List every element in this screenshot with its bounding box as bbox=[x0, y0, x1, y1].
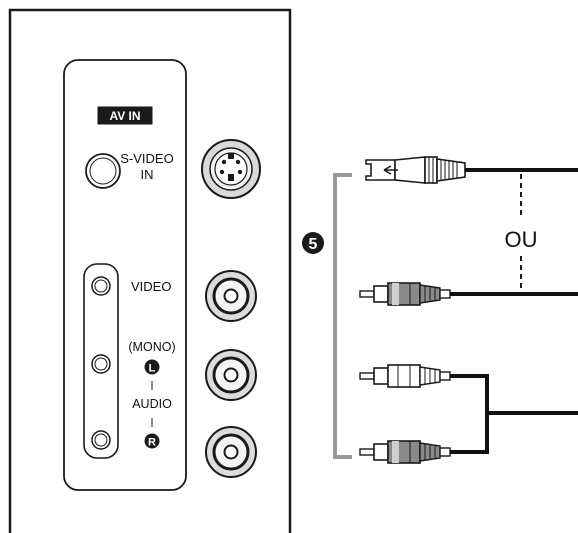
audio-label: AUDIO bbox=[132, 397, 172, 411]
av-in-header-label: AV IN bbox=[109, 109, 140, 123]
or-label: OU bbox=[505, 227, 538, 252]
cable-group-bracket bbox=[333, 173, 352, 459]
audio-cable-pair bbox=[450, 374, 578, 454]
tv-back-panel bbox=[8, 8, 292, 533]
s-video-connector-icon bbox=[201, 139, 261, 199]
callout-number: 5 bbox=[309, 236, 318, 253]
audio-left-rca-jack bbox=[205, 349, 257, 401]
audio-right-port-outline bbox=[91, 430, 111, 450]
audio-left-cable-plug bbox=[359, 364, 451, 388]
video-port-outline bbox=[91, 276, 111, 296]
mono-label: (MONO) bbox=[128, 340, 175, 354]
right-channel-letter: R bbox=[148, 437, 156, 449]
video-cable-plug bbox=[359, 282, 451, 306]
audio-right-rca-jack bbox=[205, 426, 257, 478]
s-video-label-line1: S-VIDEO bbox=[120, 151, 173, 166]
video-label: VIDEO bbox=[131, 279, 171, 294]
callout-number-badge: 5 bbox=[302, 232, 324, 254]
video-rca-jack bbox=[205, 270, 257, 322]
right-channel-badge: R bbox=[144, 433, 160, 449]
s-video-port-outline bbox=[85, 153, 121, 189]
left-channel-badge: L bbox=[144, 359, 160, 375]
audio-left-port-outline bbox=[91, 354, 111, 374]
audio-right-cable-plug bbox=[359, 440, 451, 464]
s-video-cable-plug bbox=[365, 156, 466, 184]
s-video-label-line2: IN bbox=[141, 167, 154, 182]
composite-port-strip bbox=[83, 263, 119, 459]
left-channel-letter: L bbox=[149, 363, 156, 375]
av-in-header: AV IN bbox=[97, 106, 153, 125]
